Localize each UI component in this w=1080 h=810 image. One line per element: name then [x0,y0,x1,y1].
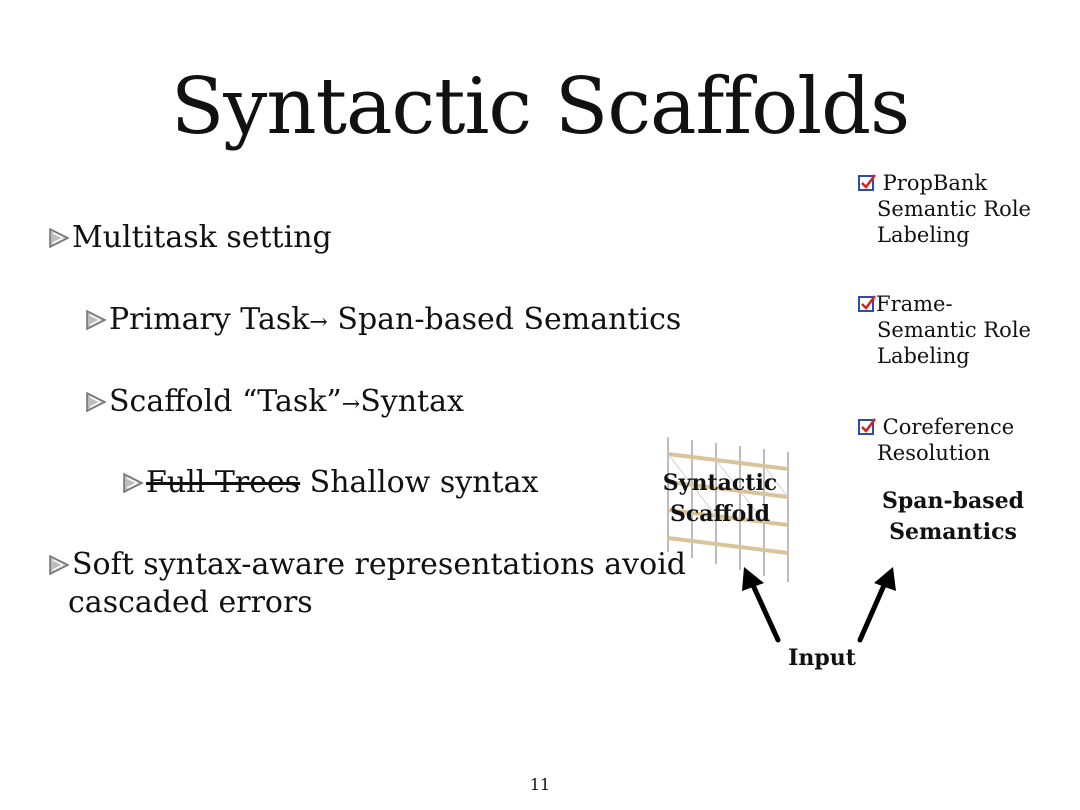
bullet-text: Shallow syntax [300,465,539,500]
label-line: Semantics [889,519,1017,545]
task-coreference: Coreference Resolution [858,414,1014,466]
bullet-text: Primary Task [109,302,310,337]
bullet-arrow-icon [86,391,107,413]
scaffold-illustration [667,437,789,582]
span-based-semantics-label: Span-based Semantics [878,486,1028,548]
label-line: Span-based [881,488,1025,514]
arrow-head-icon [742,567,764,591]
arrow-head-icon [874,567,896,591]
input-label: Input [788,645,856,671]
task-frame-srl: Frame- Semantic Role Labeling [858,291,1031,369]
right-arrow-icon: → [309,310,328,335]
task-line: Semantic Role [877,197,1031,221]
page-number: 11 [529,775,551,794]
task-line: Labeling [877,223,970,247]
task-line: Resolution [877,441,991,465]
checkbox-checked-icon [858,418,876,435]
bullet-arrow-icon [49,227,70,249]
bullet-text: Soft syntax-aware representations avoid [72,547,686,582]
bullet-arrow-icon [86,309,107,331]
bullet-text: Span-based Semantics [327,302,682,337]
right-arrow-icon: → [341,392,361,417]
arrow-to-semantics [857,580,888,643]
task-line: Coreference [876,415,1015,439]
syntactic-scaffold-label: Syntactic Scaffold [650,468,790,530]
bullet-multitask: Multitask setting [48,220,332,255]
slide-title: Syntactic Scaffolds [170,62,910,152]
bullet-arrow-icon [123,472,144,494]
label-line: Scaffold [669,501,770,527]
bullet-text: Multitask setting [72,220,332,255]
task-line: Semantic Role [877,318,1031,342]
bullet-scaffold-task: Scaffold “Task”→Syntax [85,384,464,419]
task-line: Labeling [877,344,970,368]
bullet-arrow-icon [49,554,70,576]
checkbox-checked-icon [858,295,876,312]
bullet-text: Scaffold “Task” [109,384,342,419]
bullet-primary-task: Primary Task→ Span-based Semantics [85,302,681,337]
task-propbank: PropBank Semantic Role Labeling [858,170,1031,248]
struck-text: Full Trees [146,465,301,500]
bullet-text: Syntax [360,384,464,419]
input-arrows [742,567,896,643]
bullet-text-continuation: cascaded errors [68,585,313,620]
bullet-shallow-syntax: Full Trees Shallow syntax [122,465,538,500]
task-line: PropBank [876,171,988,195]
label-line: Syntactic [662,470,778,496]
arrow-to-scaffold [749,580,781,643]
bullet-soft-syntax: Soft syntax-aware representations avoid … [48,546,686,622]
task-line: Frame- [876,292,953,316]
checkbox-checked-icon [858,174,876,191]
